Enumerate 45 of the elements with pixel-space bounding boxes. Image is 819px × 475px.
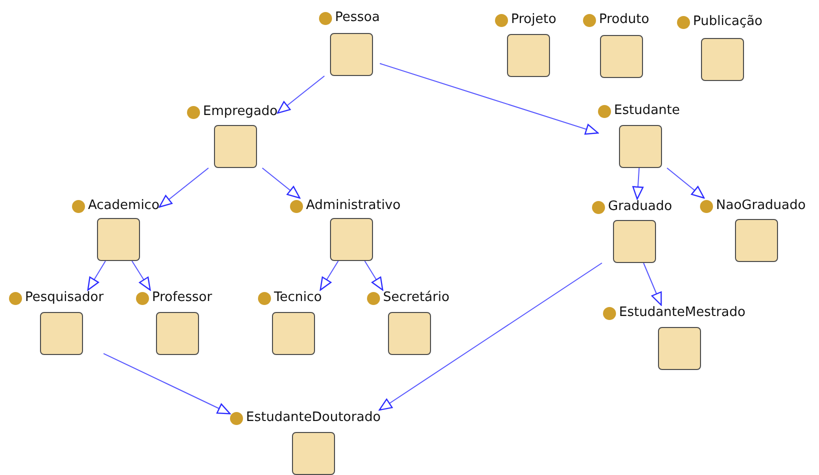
class-label: EstudanteMestrado: [619, 305, 746, 321]
class-node: [136, 290, 212, 355]
class-node: [230, 410, 381, 475]
class-label: Professor: [152, 290, 212, 306]
subclass-arrow: [379, 63, 599, 135]
class-label: NaoGraduado: [716, 198, 806, 214]
class-node: [583, 12, 650, 78]
class-node: [258, 290, 322, 355]
class-label: Secretário: [383, 290, 450, 306]
class-label: Academico: [88, 198, 160, 214]
class-node: [187, 104, 278, 168]
class-label: Administrativo: [306, 198, 401, 214]
class-label: Produto: [599, 12, 650, 28]
class-label: Pessoa: [335, 10, 380, 26]
class-node: [72, 198, 160, 261]
class-node: [319, 10, 380, 76]
class-label: Tecnico: [274, 290, 322, 306]
subclass-arrow: [632, 168, 644, 200]
class-label: Estudante: [614, 103, 680, 119]
subclass-arrow: [364, 260, 384, 291]
subclass-arrow: [103, 353, 231, 414]
subclass-arrow: [158, 168, 209, 208]
class-node: [603, 305, 746, 370]
class-label: Projeto: [511, 12, 556, 28]
subclass-arrow: [643, 262, 662, 306]
class-node: [495, 12, 556, 77]
class-label: EstudanteDoutorado: [246, 410, 381, 426]
subclass-arrow: [378, 262, 602, 411]
class-node: [9, 290, 104, 355]
class-label: Graduado: [608, 199, 672, 215]
class-node: [598, 103, 680, 168]
subclass-arrow: [320, 260, 339, 291]
class-node: [592, 199, 672, 263]
subclass-arrow: [262, 168, 300, 199]
class-node: [367, 290, 450, 355]
class-node: [290, 198, 401, 261]
subclass-arrow: [132, 260, 151, 291]
class-label: Pesquisador: [25, 290, 104, 306]
class-node: [677, 14, 763, 81]
subclass-arrow: [277, 76, 325, 114]
class-label: Publicação: [693, 14, 763, 30]
subclass-arrow: [87, 260, 106, 291]
subclass-arrow: [666, 168, 705, 199]
class-node: [700, 198, 806, 262]
class-label: Empregado: [203, 104, 278, 120]
